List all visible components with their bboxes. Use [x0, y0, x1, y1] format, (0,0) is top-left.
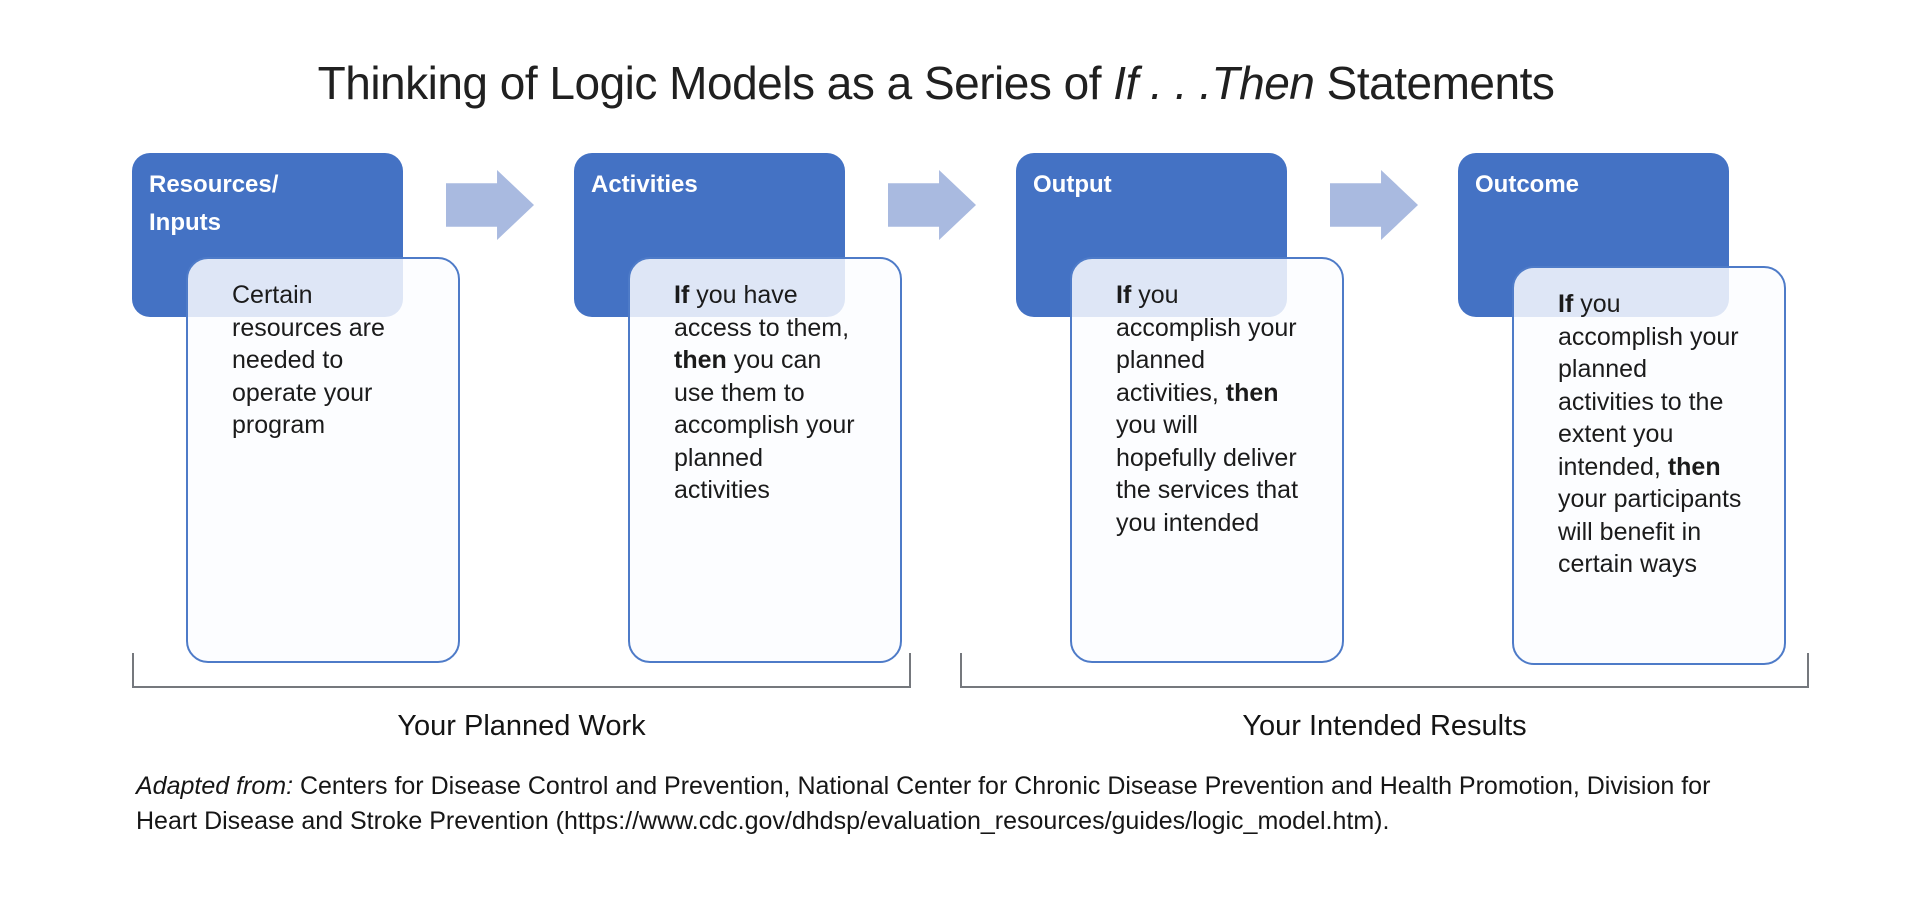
citation-lead: Adapted from:: [136, 772, 294, 800]
diagram-title: Thinking of Logic Models as a Series of …: [0, 56, 1872, 110]
title-emphasis: If . . .Then: [1113, 57, 1315, 109]
planned-work-label: Your Planned Work: [397, 710, 646, 742]
title-prefix: Thinking of Logic Models as a Series of: [317, 57, 1114, 109]
citation-line-1: Adapted from: Centers for Disease Contro…: [136, 769, 1816, 804]
citation-line-2: Heart Disease and Stroke Prevention (htt…: [136, 807, 1390, 835]
planned-work-bracket: [132, 653, 911, 688]
title-suffix: Statements: [1314, 57, 1555, 109]
stage-header-label-line2: Inputs: [149, 209, 221, 236]
flow-arrow-1: [446, 170, 534, 240]
flow-arrow-2: [888, 170, 976, 240]
stage-header-label: Outcome: [1475, 171, 1580, 198]
stage-header-label: Output: [1033, 171, 1112, 198]
intended-results-bracket: [960, 653, 1809, 688]
citation-line-1-rest: Centers for Disease Control and Preventi…: [293, 772, 1711, 800]
stage-header-label: Activities: [591, 171, 698, 198]
citation: Adapted from: Centers for Disease Contro…: [136, 769, 1816, 839]
flow-arrow-3: [1330, 170, 1418, 240]
intended-results-label: Your Intended Results: [1242, 710, 1527, 742]
stage-header-label: Resources/: [149, 171, 279, 198]
